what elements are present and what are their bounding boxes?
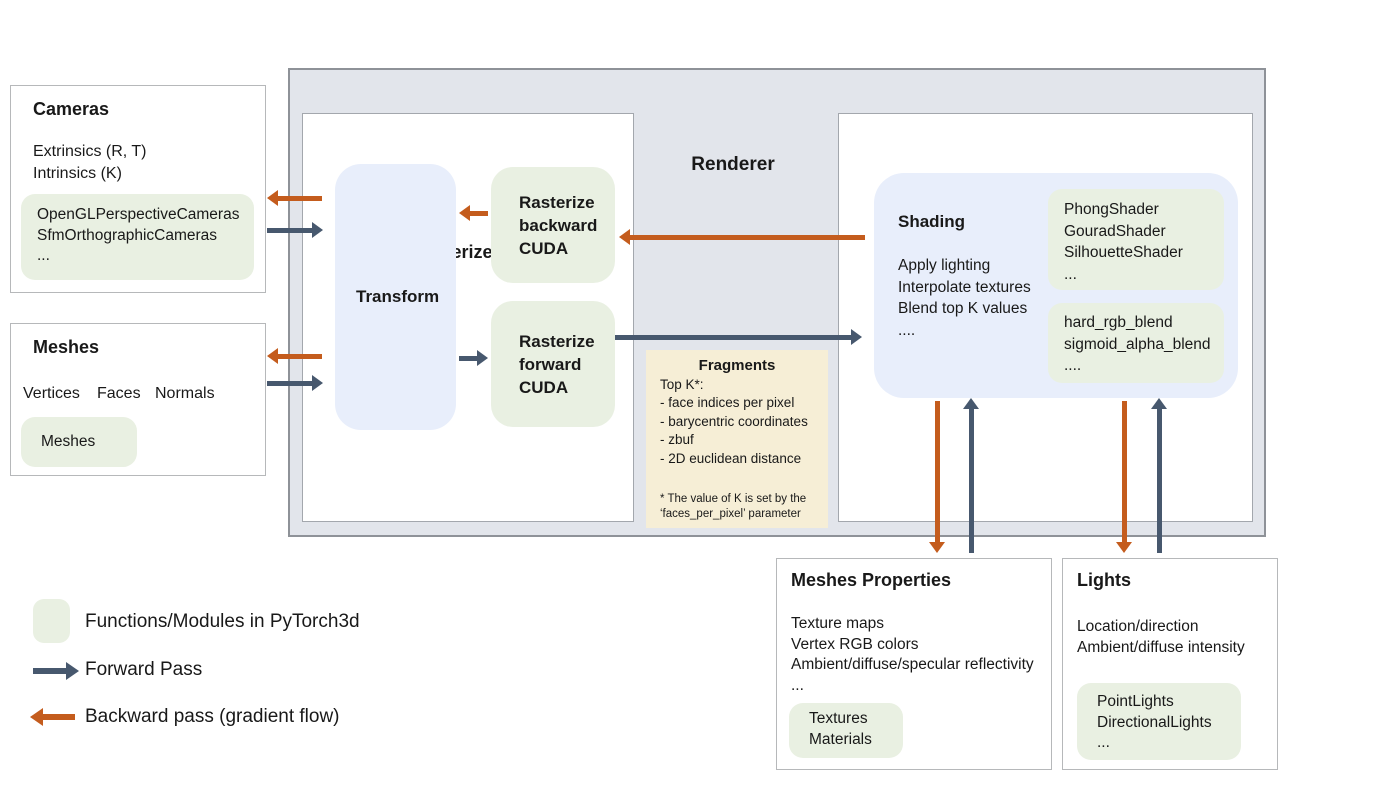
shading-line: Blend top K values	[898, 300, 1028, 317]
lights-box: Lights Location/direction Ambient/diffus…	[1062, 558, 1278, 770]
fragments-line: - face indices per pixel	[660, 395, 795, 411]
shading-line: Interpolate textures	[898, 278, 1031, 296]
cameras-box: Cameras Extrinsics (R, T) Intrinsics (K)…	[10, 85, 266, 293]
lights-module-line: PointLights	[1097, 693, 1174, 710]
rasterize-forward-cuda-box: Rasterize forward CUDA	[491, 301, 615, 427]
meshes-module: Meshes	[21, 417, 137, 467]
backward-arrow-transform-to-meshes	[267, 348, 322, 364]
fragments-line: - barycentric coordinates	[660, 413, 808, 429]
fragments-line: Top K*:	[660, 377, 704, 392]
forward-arrow-rasterize-forward-to-shader	[615, 329, 862, 345]
lights-line: Ambient/diffuse intensity	[1077, 639, 1245, 656]
meshes-properties-box: Meshes Properties Texture maps Vertex RG…	[776, 558, 1052, 770]
fragments-footnote: * The value of K is set by the ‘faces_pe…	[660, 492, 806, 521]
forward-arrow-meshes-properties-to-shading	[963, 398, 979, 553]
cameras-module-line: SfmOrthographicCameras	[37, 226, 218, 244]
blend-line: ....	[1064, 357, 1082, 374]
fragments-title: Fragments	[698, 357, 776, 374]
transform-label: Transform	[356, 287, 440, 306]
forward-arrow-meshes-to-transform	[267, 375, 323, 391]
meshes-properties-module-line: Textures	[809, 710, 868, 727]
legend-backward-label: Backward pass (gradient flow)	[85, 706, 340, 727]
renderer-title: Renderer	[691, 154, 775, 175]
shading-box: Shading Apply lighting Interpolate textu…	[874, 173, 1238, 398]
legend-module-label: Functions/Modules in PyTorch3d	[85, 611, 360, 632]
cameras-property-line: Extrinsics (R, T)	[33, 143, 147, 160]
rasterize-backward-cuda-box: Rasterize backward CUDA	[491, 167, 615, 283]
cameras-module-line: ...	[37, 247, 50, 264]
backward-arrow-transform-to-cameras	[267, 190, 322, 206]
rasterize-forward-line: CUDA	[519, 377, 569, 397]
fragments-line: - zbuf	[660, 432, 694, 448]
backward-arrow-rasterize-backward-to-transform	[459, 205, 488, 221]
cameras-properties: Extrinsics (R, T) Intrinsics (K)	[33, 141, 146, 184]
meshes-properties-title: Meshes Properties	[791, 570, 952, 590]
rasterize-forward-line: forward	[519, 354, 582, 374]
legend-backward-arrow-icon	[30, 708, 75, 726]
blend-line: hard_rgb_blend	[1064, 314, 1173, 331]
lights-module-line: DirectionalLights	[1097, 713, 1212, 731]
meshes-column-label: Faces	[97, 385, 141, 402]
legend-module-swatch-icon	[33, 599, 70, 643]
legend-forward-label: Forward Pass	[85, 659, 203, 680]
rasterize-backward-line: CUDA	[519, 238, 569, 258]
shader-class-line: ...	[1064, 265, 1077, 283]
lights-module: PointLights DirectionalLights ...	[1077, 683, 1241, 760]
rasterize-forward-line: Rasterize	[519, 331, 595, 351]
blend-functions-module: hard_rgb_blend sigmoid_alpha_blend ....	[1048, 303, 1224, 383]
shader-panel: Shader Shading Apply lighting Interpolat…	[838, 113, 1253, 522]
transform-box: Transform	[335, 164, 456, 430]
shader-class-line: PhongShader	[1064, 201, 1159, 218]
meshes-module-line: Meshes	[41, 432, 96, 450]
lights-module-line: ...	[1097, 734, 1110, 751]
shader-classes-module: PhongShader GouradShader SilhouetteShade…	[1048, 189, 1224, 290]
shader-class-line: SilhouetteShader	[1064, 244, 1183, 261]
cameras-title: Cameras	[33, 99, 110, 119]
cameras-module: OpenGLPerspectiveCameras SfmOrthographic…	[21, 194, 254, 280]
meshes-properties-line: Texture maps	[791, 615, 885, 632]
forward-arrow-transform-to-rasterize-forward	[459, 350, 488, 366]
backward-arrow-shading-to-lights	[1116, 401, 1132, 553]
meshes-properties-module: Textures Materials	[789, 703, 903, 758]
shading-lines: Apply lighting Interpolate textures Blen…	[898, 255, 1031, 341]
meshes-properties-line: Vertex RGB colors	[791, 635, 919, 653]
meshes-box: Meshes Vertices Faces Normals Meshes	[10, 323, 266, 476]
fragments-lines: Top K*: - face indices per pixel - baryc…	[660, 376, 808, 468]
rasterizer-panel: Rasterizer Transform Rasterize backward …	[302, 113, 634, 522]
fragments-footnote-line: ‘faces_per_pixel’ parameter	[660, 507, 801, 520]
meshes-column-label: Vertices	[23, 385, 80, 402]
shading-title: Shading	[898, 212, 966, 231]
meshes-properties-line: ...	[791, 677, 804, 695]
meshes-properties-module-line: Materials	[809, 730, 872, 748]
cameras-property-line: Intrinsics (K)	[33, 164, 122, 182]
fragments-footnote-line: * The value of K is set by the	[660, 493, 807, 505]
lights-line: Location/direction	[1077, 618, 1199, 635]
blend-line: sigmoid_alpha_blend	[1064, 335, 1211, 353]
meshes-column-label: Normals	[155, 385, 215, 402]
shading-line: ....	[898, 321, 916, 339]
rasterize-backward-line: Rasterize	[519, 192, 595, 212]
forward-arrow-lights-to-shading	[1151, 398, 1167, 553]
backward-arrow-shader-to-rasterize-backward	[619, 229, 865, 245]
shader-class-line: GouradShader	[1064, 222, 1166, 240]
shading-line: Apply lighting	[898, 257, 991, 274]
meshes-title: Meshes	[33, 337, 100, 357]
forward-arrow-cameras-to-transform	[267, 222, 323, 238]
cameras-module-line: OpenGLPerspectiveCameras	[37, 206, 240, 223]
fragments-box: Fragments Top K*: - face indices per pix…	[646, 350, 828, 528]
lights-title: Lights	[1077, 570, 1131, 590]
backward-arrow-shading-to-meshes-properties	[929, 401, 945, 553]
legend-forward-arrow-icon	[33, 662, 79, 680]
meshes-properties-line: Ambient/diffuse/specular reflectivity	[791, 656, 1034, 674]
fragments-line: - 2D euclidean distance	[660, 450, 802, 466]
lights-lines: Location/direction Ambient/diffuse inten…	[1077, 616, 1245, 658]
meshes-properties-lines: Texture maps Vertex RGB colors Ambient/d…	[791, 614, 1034, 697]
rasterize-backward-line: backward	[519, 215, 598, 235]
